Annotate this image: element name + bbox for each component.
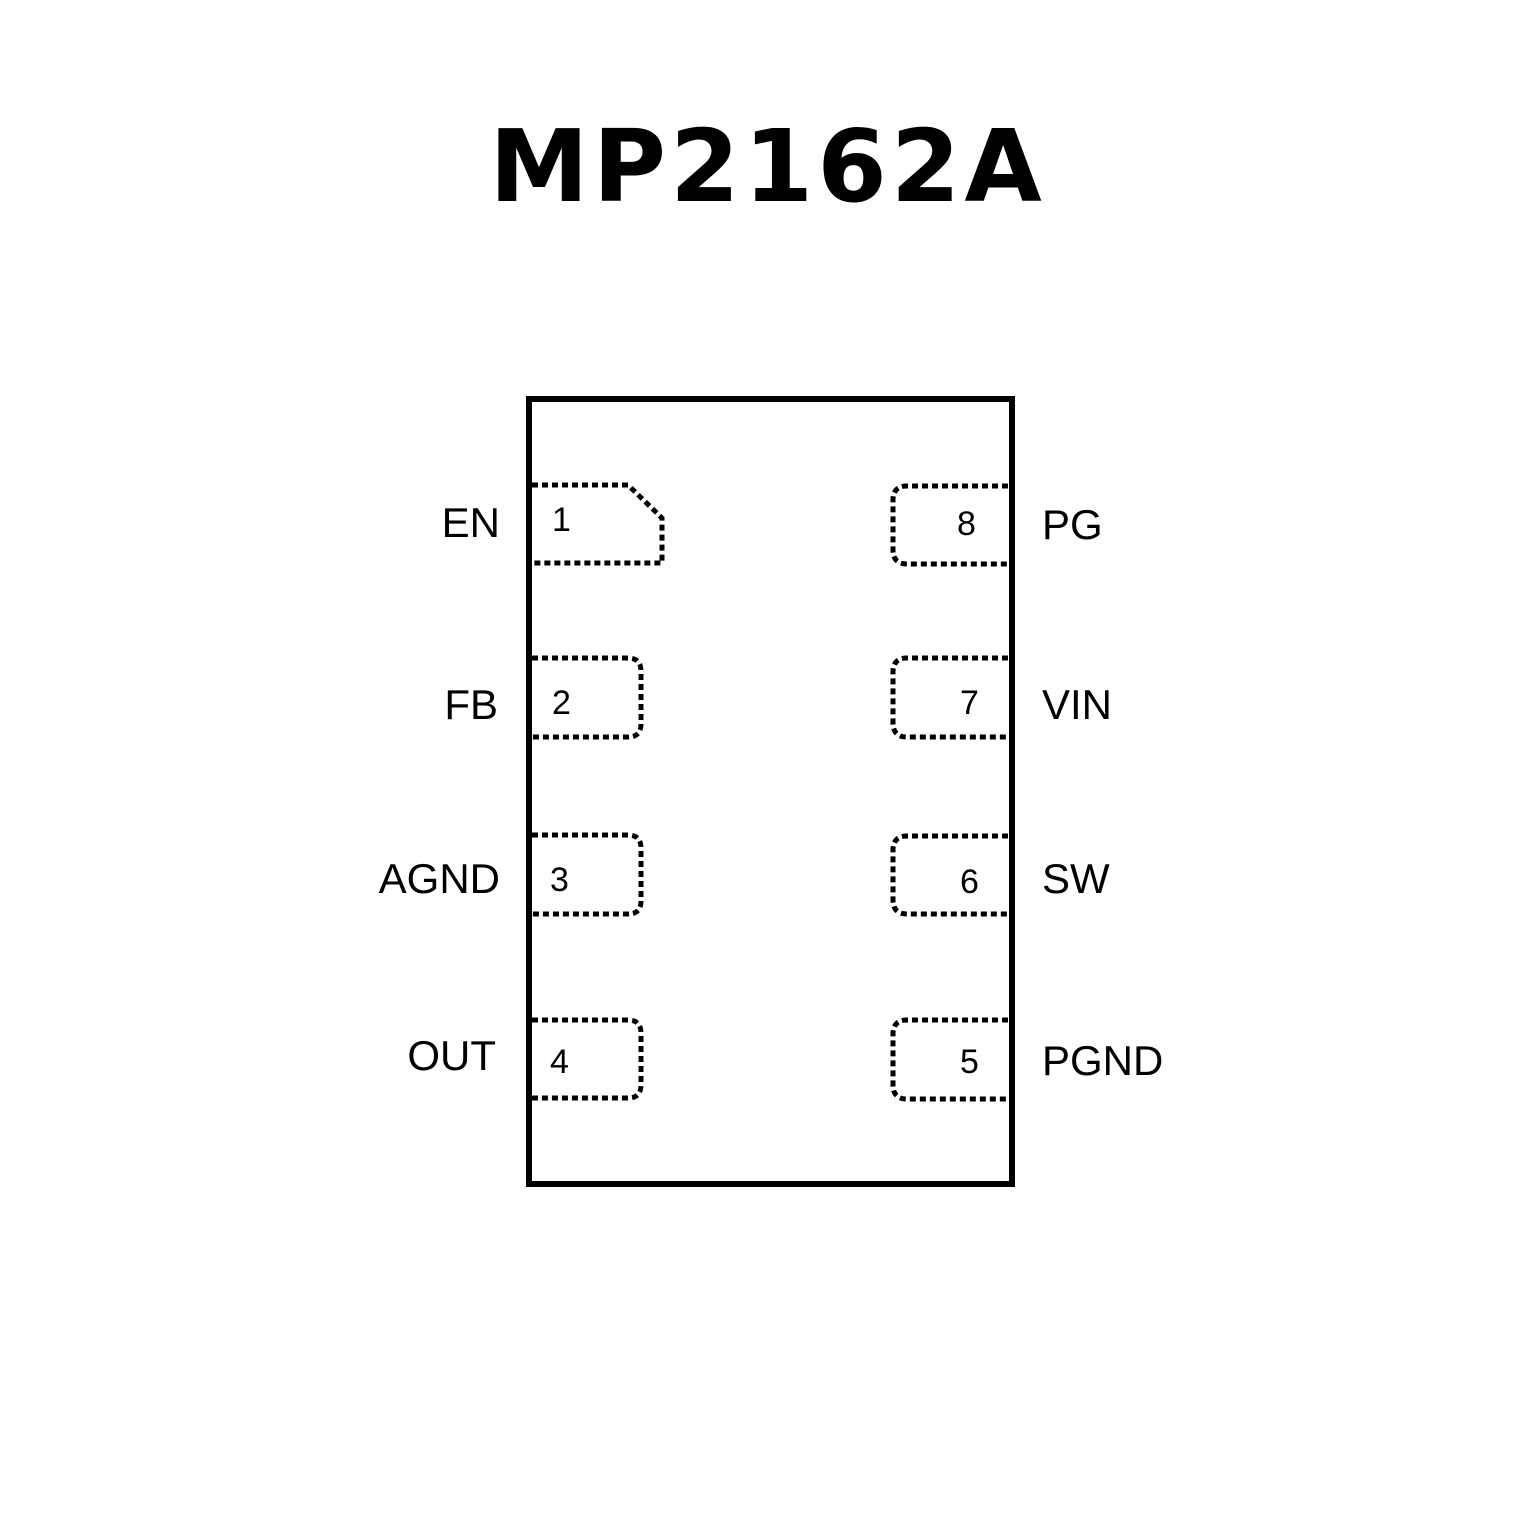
pin-5-pad (890, 1017, 1008, 1102)
pin-number: 6 (960, 863, 979, 901)
pin-2-pad (532, 655, 644, 740)
pin-name: OUT (407, 1032, 496, 1079)
pin-7-pad (890, 655, 1008, 740)
package-outline (526, 396, 1015, 1187)
pin-4-pad (532, 1017, 644, 1101)
pin-6-pad (890, 833, 1008, 917)
part-title: MP2162A (489, 108, 1046, 225)
pin-name: PG (1042, 501, 1103, 548)
pin-number: 7 (960, 684, 979, 722)
pin-number: 4 (550, 1043, 569, 1081)
pin-number: 8 (957, 505, 976, 543)
pin-8-pad (890, 483, 1008, 567)
pin-name: AGND (379, 855, 500, 902)
pin-name: PGND (1042, 1037, 1163, 1084)
pin-name: EN (442, 499, 500, 546)
pin-number: 2 (552, 684, 571, 722)
pin-number: 3 (550, 861, 569, 899)
pin-name: SW (1042, 855, 1110, 902)
pin-number: 1 (552, 501, 571, 539)
pin-1-pad (532, 482, 665, 566)
pin-name: FB (444, 681, 498, 728)
pin-name: VIN (1042, 681, 1112, 728)
pin-number: 5 (960, 1043, 979, 1081)
pin-3-pad (532, 832, 644, 917)
